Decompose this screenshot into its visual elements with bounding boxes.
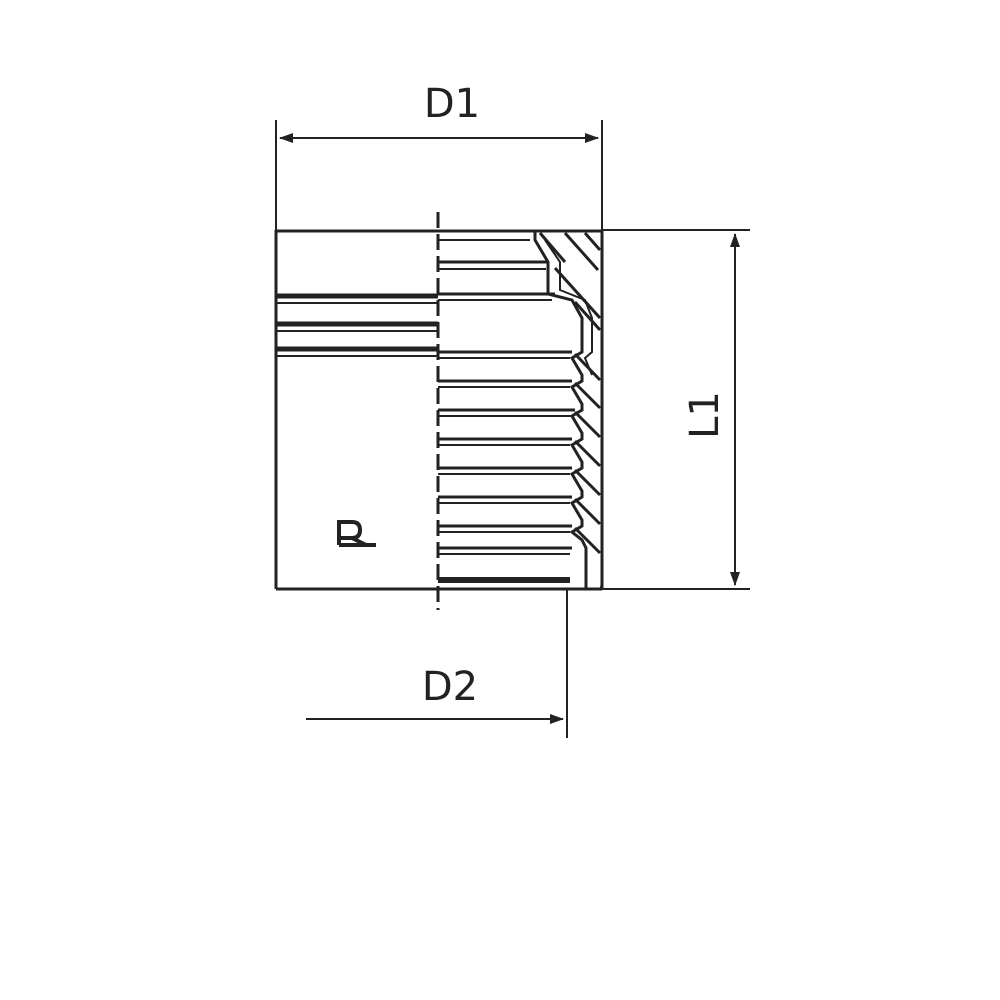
- d1-label: D1: [424, 81, 480, 127]
- dimension-d1: D1: [275, 81, 603, 232]
- section-hatching: [538, 232, 602, 555]
- l1-label: L1: [682, 391, 728, 439]
- ferrule-section-half: [438, 229, 604, 591]
- dimension-l1: L1: [602, 229, 750, 590]
- d2-label: D2: [422, 664, 478, 710]
- stamped-mark-icon: [337, 520, 376, 547]
- dimension-d2: D2: [306, 590, 568, 738]
- ferrule-outer-half: [274, 229, 602, 591]
- serrated-inner-wall: [533, 231, 588, 589]
